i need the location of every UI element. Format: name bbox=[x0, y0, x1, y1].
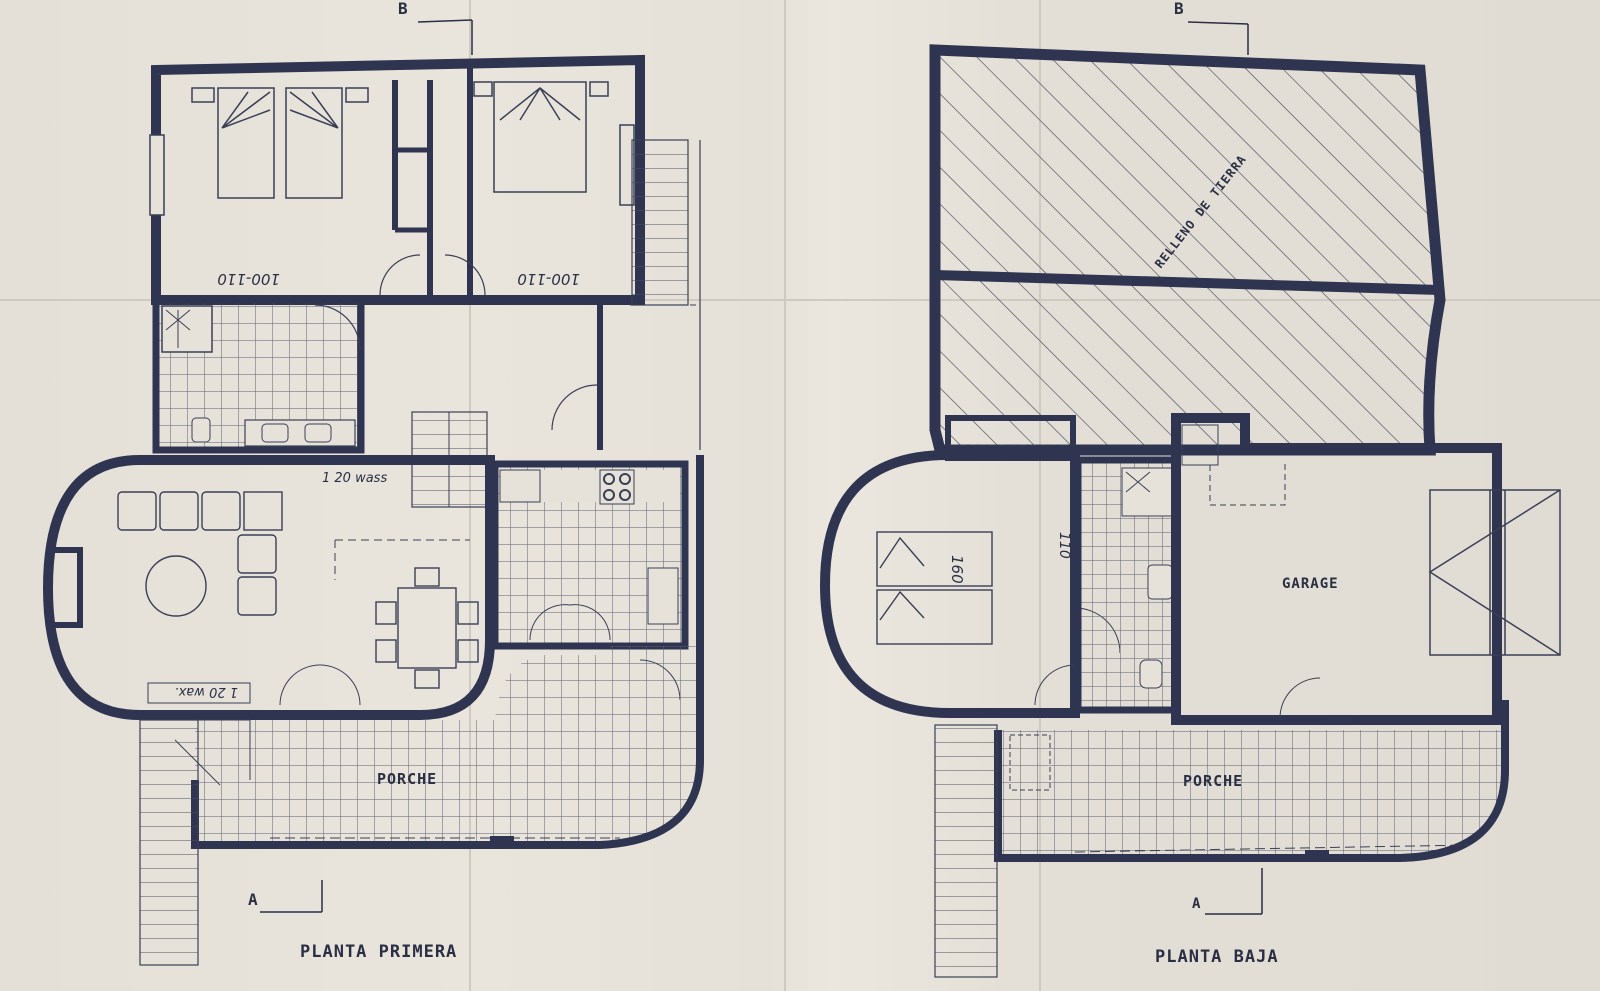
dining-table bbox=[375, 567, 479, 689]
svg-text:A: A bbox=[1192, 896, 1201, 912]
living-room-walls bbox=[42, 455, 495, 720]
first-floor-title: PLANTA PRIMERA bbox=[300, 942, 457, 962]
garage-label: GARAGE bbox=[1282, 576, 1339, 592]
svg-text:B: B bbox=[1174, 0, 1185, 18]
bedroom-width-note: 160 bbox=[948, 555, 966, 584]
svg-text:A: A bbox=[248, 890, 259, 909]
exterior-stairs-upper bbox=[631, 139, 689, 306]
bedroom-1-dimension: 100-110 bbox=[217, 270, 280, 288]
living-note-bottom: 1 20 wax. bbox=[174, 684, 238, 699]
twin-beds bbox=[191, 87, 369, 199]
svg-text:B: B bbox=[398, 0, 409, 18]
bedroom-2-dimension: 100-110 bbox=[517, 270, 580, 288]
section-marker-b: B bbox=[398, 0, 473, 55]
sofa-set bbox=[117, 491, 283, 617]
garage-ramp bbox=[1428, 489, 1561, 656]
ground-floor-title: PLANTA BAJA bbox=[1155, 947, 1279, 967]
porch-label-first: PORCHE bbox=[377, 770, 437, 788]
earth-fill-area bbox=[929, 44, 1446, 456]
sink-icon bbox=[647, 567, 679, 625]
section-marker-a: A bbox=[248, 880, 323, 913]
ground-floor-plan: B RELLENO DE TIERRA 160 110 GARAGE bbox=[819, 0, 1561, 978]
section-marker-b-ground: B bbox=[1174, 0, 1249, 55]
hall-note: 110 bbox=[1056, 532, 1072, 559]
exterior-stairs bbox=[139, 719, 199, 966]
living-note-top: 1 20 wass bbox=[322, 471, 387, 486]
section-marker-a-ground: A bbox=[1192, 868, 1263, 915]
first-floor-plan: B 100-110 100-110 bbox=[42, 0, 704, 966]
ground-exterior-stairs bbox=[934, 724, 998, 978]
ground-bedroom-walls bbox=[819, 450, 1080, 718]
porch-label-ground: PORCHE bbox=[1183, 772, 1243, 790]
ground-bed bbox=[876, 531, 993, 645]
double-bed bbox=[473, 81, 609, 193]
garage-walls bbox=[1171, 413, 1502, 725]
